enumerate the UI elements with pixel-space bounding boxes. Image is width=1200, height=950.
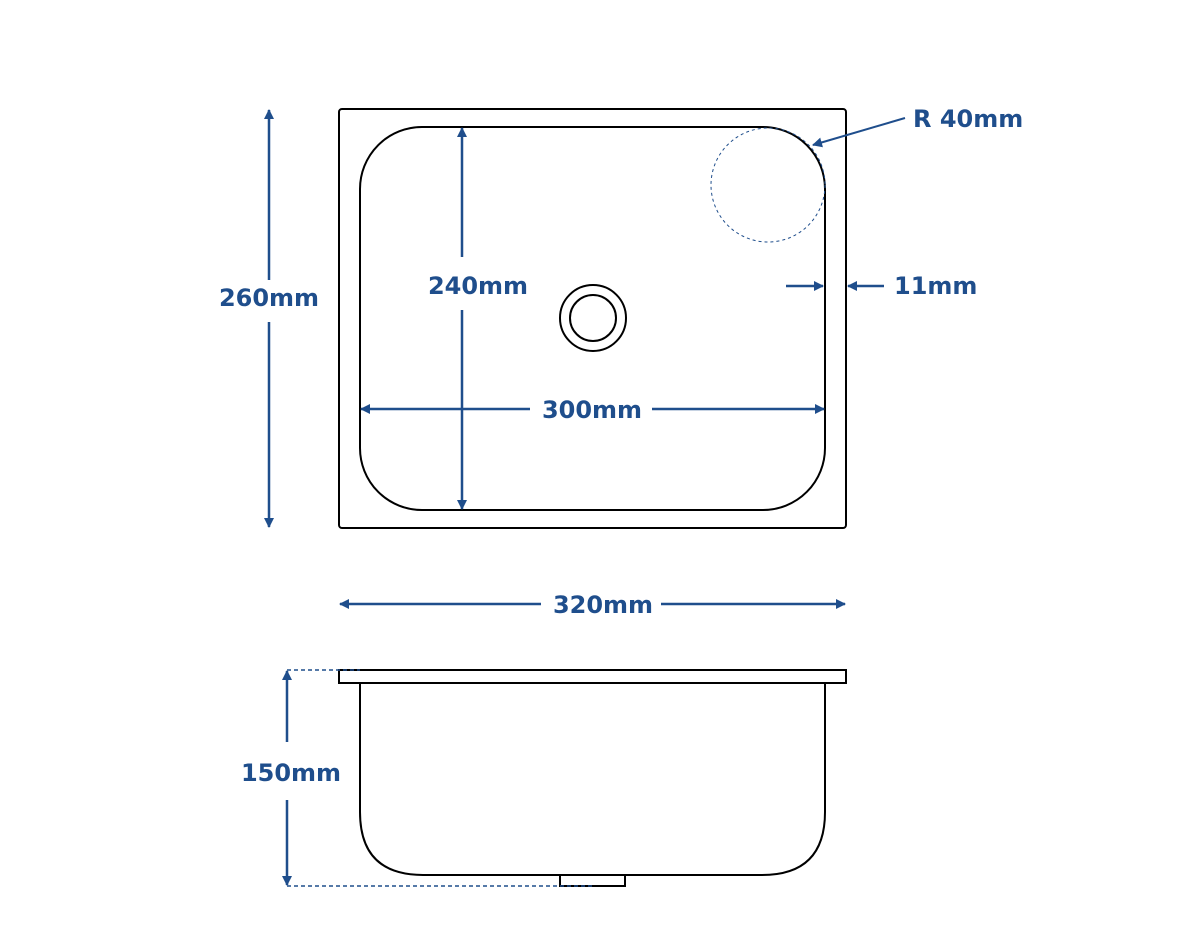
- inner-height-label: 240mm: [428, 272, 528, 300]
- depth-label: 150mm: [241, 759, 341, 787]
- drain-inner-ring: [569, 294, 617, 342]
- sink-side-rim: [338, 669, 847, 684]
- corner-radius-label: R 40mm: [913, 105, 1023, 133]
- outer-width-dimension: 320mm: [339, 591, 846, 619]
- side-view: [338, 669, 847, 887]
- outer-width-label: 320mm: [553, 591, 653, 619]
- corner-radius-leader: [812, 117, 906, 148]
- sink-outer-rim: [338, 108, 847, 529]
- outer-height-dimension: 260mm: [219, 109, 319, 528]
- corner-radius-dimension: R 40mm: [812, 105, 1023, 148]
- corner-radius-circle: [710, 127, 826, 243]
- inner-width-label: 300mm: [542, 396, 642, 424]
- sink-side-drain: [559, 874, 626, 887]
- drain-outer-ring: [559, 284, 627, 352]
- inner-width-dimension: 300mm: [360, 396, 825, 424]
- rim-width-label: 11mm: [894, 272, 977, 300]
- rim-width-dimension: 11mm: [786, 272, 977, 300]
- depth-dimension: 150mm: [241, 669, 595, 887]
- inner-height-dimension: 240mm: [428, 127, 528, 510]
- top-view: [338, 108, 847, 529]
- sink-side-bowl: [359, 683, 826, 876]
- outer-height-label: 260mm: [219, 284, 319, 312]
- sink-inner-basin: [359, 126, 826, 511]
